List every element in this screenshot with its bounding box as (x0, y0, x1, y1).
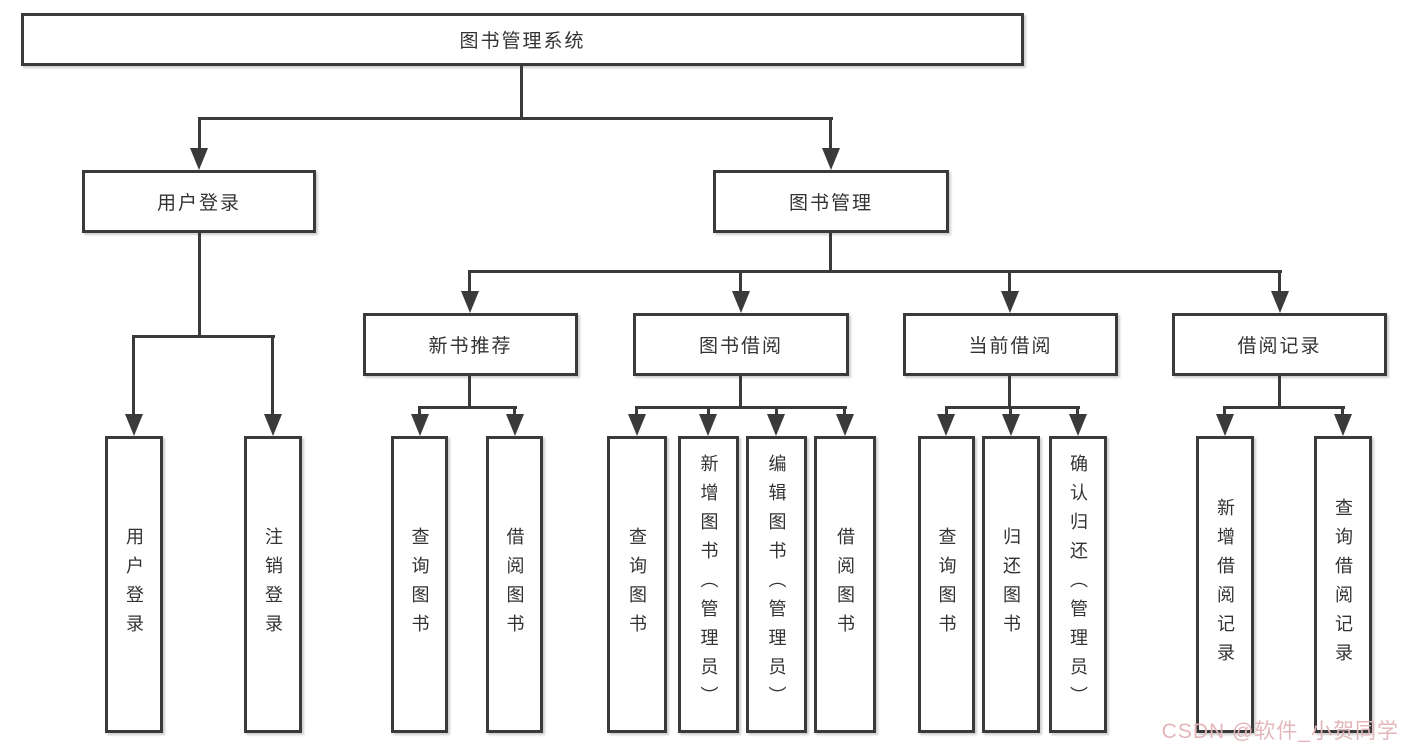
node-borrow-records-label: 借阅记录 (1237, 336, 1322, 357)
node-user-login-label: 用户登录 (156, 193, 241, 214)
connector-book-management-stem (829, 233, 832, 270)
leaf-br-query-borrow-record-label: 查询借阅记录 (1333, 497, 1353, 672)
connector-drop-bb-borrow (843, 406, 846, 414)
arrowhead-book-management (822, 148, 840, 170)
node-user-login: 用户登录 (82, 170, 316, 233)
connector-user-login-stem (198, 233, 201, 335)
arrowhead-bb-add (699, 414, 717, 436)
node-library-management-system: 图书管理系统 (21, 13, 1024, 66)
leaf-nbr-query-books: 查询图书 (391, 436, 448, 733)
arrowhead-nbr-borrow (506, 414, 524, 436)
leaf-bb-borrow-books: 借阅图书 (814, 436, 876, 733)
arrowhead-bb-edit (767, 414, 785, 436)
node-borrow-records: 借阅记录 (1172, 313, 1387, 376)
connector-root-stem (520, 64, 523, 119)
node-library-management-system-label: 图书管理系统 (459, 31, 586, 52)
arrowhead-new-book-recommend (461, 291, 479, 313)
node-book-management: 图书管理 (713, 170, 949, 233)
leaf-cb-confirm-return-admin: 确认归还（管理员） (1049, 436, 1107, 733)
leaf-bb-edit-book-admin: 编辑图书（管理员） (746, 436, 807, 733)
leaf-logout-login-label: 注销登录 (263, 526, 283, 643)
leaf-bb-add-book-admin: 新增图书（管理员） (678, 436, 739, 733)
connector-book-borrow-stem (739, 376, 742, 406)
connector-book-management-rail (468, 270, 1282, 273)
leaf-user-login: 用户登录 (105, 436, 163, 733)
leaf-bb-query-books: 查询图书 (607, 436, 667, 733)
leaf-br-query-borrow-record: 查询借阅记录 (1314, 436, 1372, 733)
connector-drop-bb-query (635, 406, 638, 414)
connector-drop-bb-add (707, 406, 710, 414)
leaf-cb-return-books-label: 归还图书 (1001, 526, 1021, 643)
connector-borrow-records-rail (1223, 406, 1345, 409)
arrowhead-cb-return (1002, 414, 1020, 436)
leaf-nbr-query-books-label: 查询图书 (409, 526, 430, 643)
node-current-borrow-label: 当前借阅 (968, 336, 1053, 357)
arrowhead-leaf-user-login (125, 414, 143, 436)
leaf-bb-query-books-label: 查询图书 (627, 526, 647, 643)
connector-borrow-records-stem (1278, 376, 1281, 406)
arrowhead-leaf-logout (264, 414, 282, 436)
connector-current-borrow-stem (1008, 376, 1011, 406)
connector-drop-current-borrow (1008, 270, 1011, 291)
connector-new-book-recommend-stem (468, 376, 471, 406)
leaf-nbr-borrow-books-label: 借阅图书 (504, 526, 525, 643)
leaf-cb-query-books: 查询图书 (918, 436, 975, 733)
node-book-borrow-label: 图书借阅 (698, 336, 783, 357)
connector-drop-cb-confirm (1076, 406, 1079, 414)
node-book-borrow: 图书借阅 (633, 313, 849, 376)
connector-drop-new-book-recommend (468, 270, 471, 291)
arrowhead-bb-borrow (836, 414, 854, 436)
leaf-user-login-label: 用户登录 (124, 526, 144, 643)
connector-drop-book-borrow (739, 270, 742, 291)
node-book-management-label: 图书管理 (788, 193, 873, 214)
leaf-nbr-borrow-books: 借阅图书 (486, 436, 543, 733)
connector-drop-br-add (1223, 406, 1226, 414)
connector-drop-cb-query (945, 406, 948, 414)
node-new-book-recommend: 新书推荐 (363, 313, 578, 376)
connector-drop-br-query (1341, 406, 1344, 414)
arrowhead-br-add (1216, 414, 1234, 436)
connector-drop-leaf-user-login (132, 335, 135, 414)
connector-book-borrow-rail (635, 406, 847, 409)
connector-drop-borrow-records (1278, 270, 1281, 291)
arrowhead-user-login (190, 148, 208, 170)
arrowhead-cb-query (937, 414, 955, 436)
watermark: CSDN @软件_小贺同学 (1161, 720, 1399, 743)
leaf-br-add-borrow-record: 新增借阅记录 (1196, 436, 1254, 733)
arrowhead-borrow-records (1271, 291, 1289, 313)
connector-drop-nbr-borrow (513, 406, 516, 414)
connector-drop-user-login (198, 117, 201, 150)
connector-drop-leaf-logout (271, 335, 274, 414)
connector-drop-nbr-query (418, 406, 421, 414)
connector-user-login-rail (132, 335, 275, 338)
connector-root-rail (198, 117, 833, 120)
connector-drop-cb-return (1009, 406, 1012, 414)
node-current-borrow: 当前借阅 (903, 313, 1118, 376)
connector-drop-book-management (829, 117, 832, 150)
connector-new-book-recommend-rail (418, 406, 517, 409)
connector-current-borrow-rail (945, 406, 1080, 409)
leaf-cb-query-books-label: 查询图书 (936, 526, 957, 643)
arrowhead-bb-query (628, 414, 646, 436)
arrowhead-br-query (1334, 414, 1352, 436)
connector-drop-bb-edit (775, 406, 778, 414)
leaf-logout-login: 注销登录 (244, 436, 302, 733)
arrowhead-current-borrow (1001, 291, 1019, 313)
leaf-bb-borrow-books-label: 借阅图书 (835, 526, 855, 643)
leaf-bb-add-book-admin-label: 新增图书（管理员） (698, 454, 719, 715)
arrowhead-cb-confirm (1069, 414, 1087, 436)
leaf-br-add-borrow-record-label: 新增借阅记录 (1215, 497, 1235, 672)
leaf-bb-edit-book-admin-label: 编辑图书（管理员） (766, 454, 787, 715)
leaf-cb-confirm-return-admin-label: 确认归还（管理员） (1068, 454, 1088, 715)
node-new-book-recommend-label: 新书推荐 (428, 336, 513, 357)
leaf-cb-return-books: 归还图书 (982, 436, 1040, 733)
arrowhead-book-borrow (732, 291, 750, 313)
arrowhead-nbr-query (411, 414, 429, 436)
